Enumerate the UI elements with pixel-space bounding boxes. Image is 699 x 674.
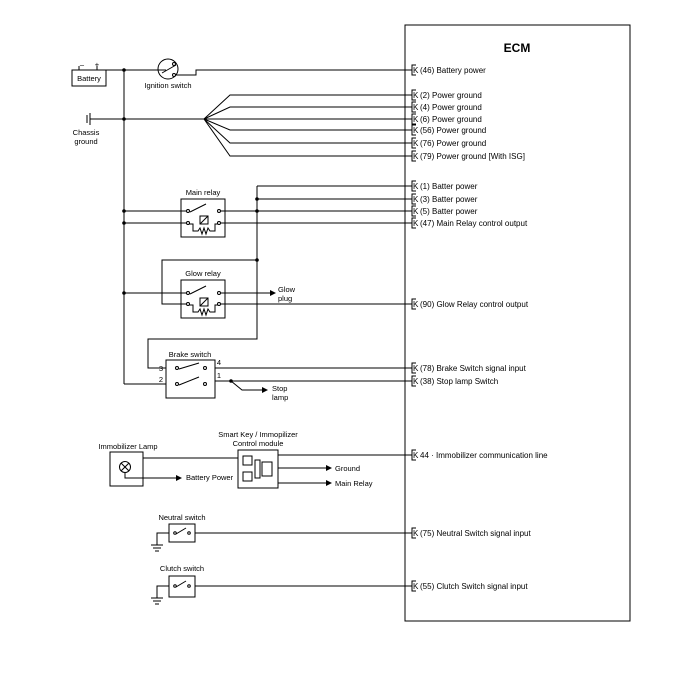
- ecm-pin: K(46) Battery power: [411, 64, 486, 76]
- pin-code: K: [413, 91, 419, 100]
- pin-label: (90) Glow Relay control output: [420, 300, 529, 309]
- neutral-switch: Neutral switch: [158, 513, 206, 543]
- ecm-title: ECM: [504, 41, 531, 55]
- pin-code: K: [413, 582, 419, 591]
- pin-code: K: [413, 195, 419, 204]
- pin-code: K: [413, 126, 419, 135]
- pin-label: (75) Neutral Switch signal input: [420, 529, 531, 538]
- ecm-pin: K(2) Power ground: [411, 89, 482, 101]
- ecm-pin: K(47) Main Relay control output: [411, 217, 528, 229]
- ecm-pin: K(90) Glow Relay control output: [411, 298, 529, 310]
- pin-code: K: [413, 103, 419, 112]
- svg-text:ground: ground: [74, 137, 97, 146]
- pin-code: K: [413, 377, 419, 386]
- ecm-pin: K(38) Stop lamp Switch: [411, 375, 498, 387]
- pin-label: (47) Main Relay control output: [420, 219, 528, 228]
- neutral-switch-label: Neutral switch: [158, 513, 205, 522]
- svg-text:3: 3: [159, 364, 163, 373]
- chassis-ground: Chassis ground: [73, 113, 100, 146]
- svg-text:lamp: lamp: [272, 393, 288, 402]
- svg-text:plug: plug: [278, 294, 292, 303]
- clutch-switch-label: Clutch switch: [160, 564, 204, 573]
- svg-text:2: 2: [159, 375, 163, 384]
- svg-text:Main Relay: Main Relay: [335, 479, 373, 488]
- ignition-switch: Ignition switch: [144, 58, 192, 90]
- ecm-pin: K(75) Neutral Switch signal input: [411, 527, 531, 539]
- immobilizer-lamp: Immobilizer Lamp: [98, 442, 158, 487]
- ecm-pin: K(79) Power ground [With ISG]: [411, 150, 525, 162]
- pin-code: K: [413, 529, 419, 538]
- glow-relay-label: Glow relay: [185, 269, 221, 278]
- pin-code: K: [413, 139, 419, 148]
- ecm-pin: K(78) Brake Switch signal input: [411, 362, 527, 374]
- svg-text:1: 1: [217, 371, 221, 380]
- pin-label: (46) Battery power: [420, 66, 486, 75]
- svg-text:Glow: Glow: [278, 285, 296, 294]
- ecm-pin: K(76) Power ground: [411, 137, 486, 149]
- svg-text:Battery Power: Battery Power: [186, 473, 234, 482]
- pin-code: K: [413, 182, 419, 191]
- pin-code: K: [413, 152, 419, 161]
- battery-label: Battery: [77, 74, 101, 83]
- svg-text:Ground: Ground: [335, 464, 360, 473]
- pin-code: K: [413, 219, 419, 228]
- pin-label: (3) Batter power: [420, 195, 478, 204]
- pin-label: (38) Stop lamp Switch: [420, 377, 498, 386]
- ecm-pin: K(3) Batter power: [411, 193, 478, 205]
- pin-code: K: [413, 300, 419, 309]
- pin-label: (5) Batter power: [420, 207, 478, 216]
- svg-text:Control module: Control module: [233, 439, 284, 448]
- ecm-pin: K(1) Batter power: [411, 180, 478, 192]
- battery: – + Battery: [71, 60, 107, 87]
- pin-code: K: [413, 451, 419, 460]
- svg-text:Stop: Stop: [272, 384, 287, 393]
- pin-label: (79) Power ground [With ISG]: [420, 152, 525, 161]
- ignition-switch-label: Ignition switch: [144, 81, 191, 90]
- immobilizer-lamp-label: Immobilizer Lamp: [98, 442, 157, 451]
- ecm-pin: K(4) Power ground: [411, 101, 482, 113]
- ecm-box: [404, 24, 631, 622]
- ecm-pin: K(6) Power ground: [411, 113, 482, 125]
- pin-label: 44 · Immobilizer communication line: [420, 451, 548, 460]
- clutch-switch: Clutch switch: [160, 564, 204, 598]
- pin-code: K: [413, 115, 419, 124]
- pin-code: K: [413, 66, 419, 75]
- pin-code: K: [413, 364, 419, 373]
- svg-text:–: –: [80, 60, 85, 69]
- ecm-pin: K(56) Power ground: [411, 124, 486, 136]
- svg-text:4: 4: [217, 358, 221, 367]
- svg-text:Smart Key / Immopilizer: Smart Key / Immopilizer: [218, 430, 298, 439]
- ecm-pin: K(55) Clutch Switch signal input: [411, 580, 528, 592]
- main-relay-label: Main relay: [186, 188, 221, 197]
- pin-label: (78) Brake Switch signal input: [420, 364, 527, 373]
- brake-switch: Brake switch 3 2 4 1: [159, 350, 221, 399]
- pin-label: (56) Power ground: [420, 126, 486, 135]
- ecm-pin: K(5) Batter power: [411, 205, 478, 217]
- pin-label: (1) Batter power: [420, 182, 478, 191]
- svg-text:Chassis: Chassis: [73, 128, 100, 137]
- pin-label: (4) Power ground: [420, 103, 482, 112]
- glow-relay: Glow relay: [180, 269, 226, 319]
- smart-key-module: Smart Key / Immopilizer Control module: [218, 430, 298, 489]
- svg-text:+: +: [95, 60, 100, 69]
- pin-label: (76) Power ground: [420, 139, 486, 148]
- pin-label: (2) Power ground: [420, 91, 482, 100]
- main-relay: Main relay: [180, 188, 226, 238]
- pin-label: (6) Power ground: [420, 115, 482, 124]
- pin-code: K: [413, 207, 419, 216]
- brake-switch-label: Brake switch: [169, 350, 212, 359]
- pin-label: (55) Clutch Switch signal input: [420, 582, 528, 591]
